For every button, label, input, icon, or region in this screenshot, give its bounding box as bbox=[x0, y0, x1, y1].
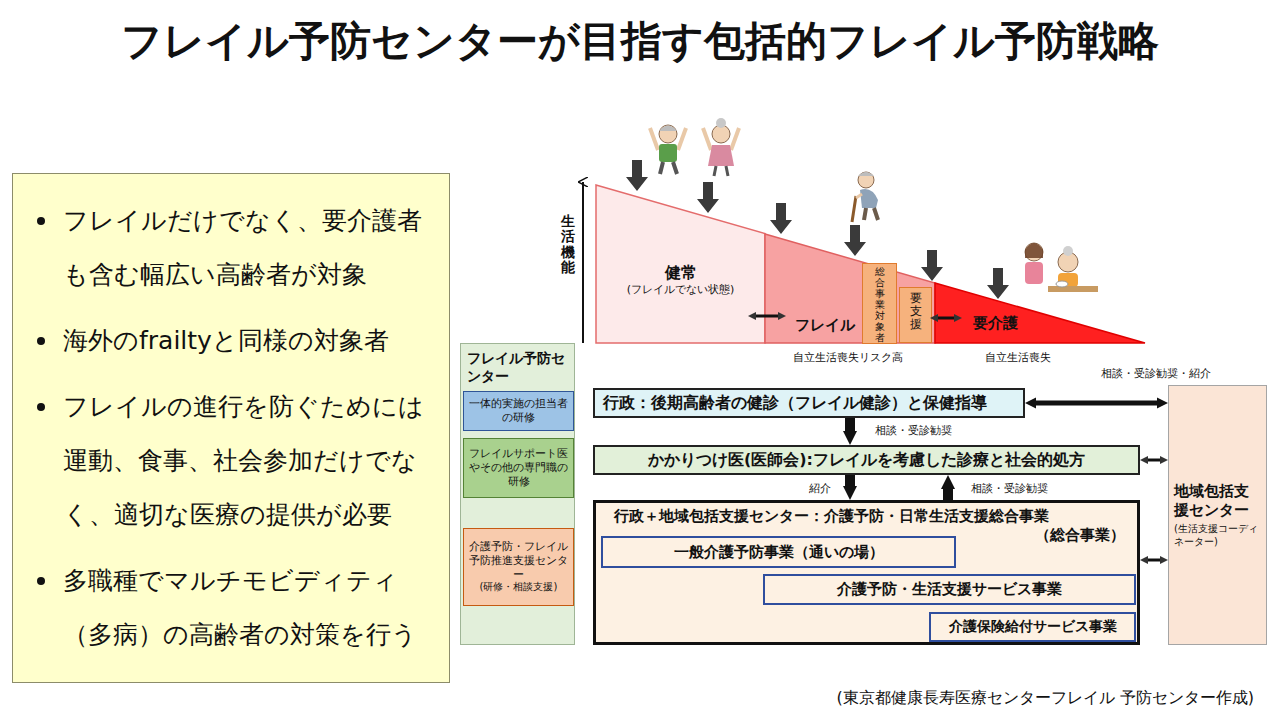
connector-arrow bbox=[1036, 401, 1157, 406]
node-text: フレイル予防センター bbox=[467, 350, 568, 385]
node-text: (生活支援コーディネーター) bbox=[1174, 523, 1261, 548]
program-item: 介護予防・生活支援サービス事業 bbox=[763, 574, 1136, 605]
training-box: 一体的実施の担当者の研修 bbox=[463, 391, 574, 431]
node-text: フレイルだけでなく、要介護者も含む幅広い高齢者が対象 bbox=[29, 194, 435, 302]
title: フレイル予防センターが目指す包括的フレイル予防戦略 bbox=[0, 14, 1280, 69]
frailty-region: フレイル総合事業対象者要支援 bbox=[765, 234, 935, 343]
node-text: 健常 bbox=[596, 263, 765, 283]
axis-label: 生活機能 bbox=[561, 214, 575, 276]
care-needed-region: 要介護 bbox=[935, 283, 1145, 343]
node-text: 行政：後期高齢者の健診（フレイル健診）と保健指導 bbox=[603, 393, 987, 413]
care-scene bbox=[1025, 243, 1098, 292]
node-text: フレイルの進行を防ぐためには運動、食事、社会参加だけでなく、適切な医療の提供が必… bbox=[29, 380, 435, 542]
connector-arrow bbox=[756, 315, 778, 318]
connector-arrow bbox=[845, 418, 855, 431]
center-panel: フレイル予防センター一体的実施の担当者の研修フレイルサポート医やその他の専門職の… bbox=[460, 343, 575, 645]
node-text: （総合事業） bbox=[614, 526, 1125, 545]
node-text: 介護保険給付サービス事業 bbox=[949, 618, 1117, 636]
elderly-with-cane bbox=[852, 172, 878, 222]
support-needed-box: 要支援 bbox=[899, 287, 932, 343]
edge-label: 相談・受診勧奨 bbox=[968, 481, 1051, 496]
healthy-region: 健常(フレイルでない状態) bbox=[596, 185, 765, 343]
connector-arrow bbox=[845, 475, 855, 486]
connector-arrow bbox=[938, 317, 954, 320]
node-text: 多職種でマルチモビディティ（多病）の高齢者の対策を行う bbox=[29, 554, 435, 662]
program-item: 介護保険給付サービス事業 bbox=[929, 612, 1136, 642]
stage-label: 自立生活喪失 bbox=[985, 350, 1051, 365]
node-text: 要支援 bbox=[910, 292, 922, 342]
axis-line bbox=[582, 182, 584, 343]
node-text: 介護予防・生活支援サービス事業 bbox=[837, 580, 1062, 599]
node-text: 行政＋地域包括支援センター：介護予防・日常生活支援総合事業 bbox=[614, 507, 1125, 526]
node-text: (研修・相談支援) bbox=[467, 581, 570, 594]
node-text: 一般介護予防事業（通いの場） bbox=[674, 543, 884, 562]
support-center-box: 介護予防・フレイル予防推進支援センター(研修・相談支援) bbox=[463, 528, 574, 606]
node-text: 海外のfrailtyと同様の対象者 bbox=[29, 314, 435, 368]
edge-label: 紹介 bbox=[806, 481, 834, 496]
stage-label: 自立生活喪失リスク高 bbox=[793, 350, 903, 365]
node-text: かかりつけ医(医師会):フレイルを考慮した診療と社会的処方 bbox=[648, 450, 1085, 470]
region-fill bbox=[765, 234, 935, 343]
node-text: 一体的実施の担当者の研修 bbox=[467, 397, 570, 425]
note-box: フレイルだけでなく、要介護者も含む幅広い高齢者が対象海外のfrailtyと同様の… bbox=[12, 173, 450, 683]
connector-arrow bbox=[1148, 459, 1160, 462]
region-shape bbox=[935, 283, 1145, 343]
connector-arrow bbox=[943, 489, 953, 500]
edge-label: 相談・受診勧奨・紹介 bbox=[1098, 366, 1214, 381]
region-fill bbox=[596, 185, 765, 343]
region-fill bbox=[935, 283, 1145, 343]
node-text: 介護予防・フレイル予防推進支援センター bbox=[467, 540, 570, 581]
node-text: 地域包括支援センター bbox=[1174, 482, 1261, 520]
program-target-box: 総合事業対象者 bbox=[862, 263, 897, 344]
program-box: 行政＋地域包括支援センター：介護予防・日常生活支援総合事業（総合事業）一般介護予… bbox=[593, 500, 1140, 645]
caption: (東京都健康長寿医療センターフレイル 予防センター作成) bbox=[836, 688, 1254, 709]
node-text: 総合事業対象者 bbox=[875, 266, 885, 343]
process-box: かかりつけ医(医師会):フレイルを考慮した診療と社会的処方 bbox=[593, 445, 1140, 475]
process-box: 行政：後期高齢者の健診（フレイル健診）と保健指導 bbox=[593, 388, 1025, 418]
connector-arrow bbox=[1148, 559, 1160, 562]
program-item: 一般介護予防事業（通いの場） bbox=[601, 536, 956, 568]
elderly-jumping bbox=[650, 118, 739, 176]
node-text: 要介護 bbox=[973, 314, 1145, 333]
community-center-box: 地域包括支援センター (生活支援コーディネーター) bbox=[1168, 385, 1267, 645]
edge-label: 相談・受診勧奨 bbox=[872, 423, 955, 438]
node-text: (フレイルでない状態) bbox=[596, 283, 765, 297]
node-text: フレイルサポート医やその他の専門職の研修 bbox=[467, 447, 570, 488]
training-box: フレイルサポート医やその他の専門職の研修 bbox=[463, 438, 574, 498]
